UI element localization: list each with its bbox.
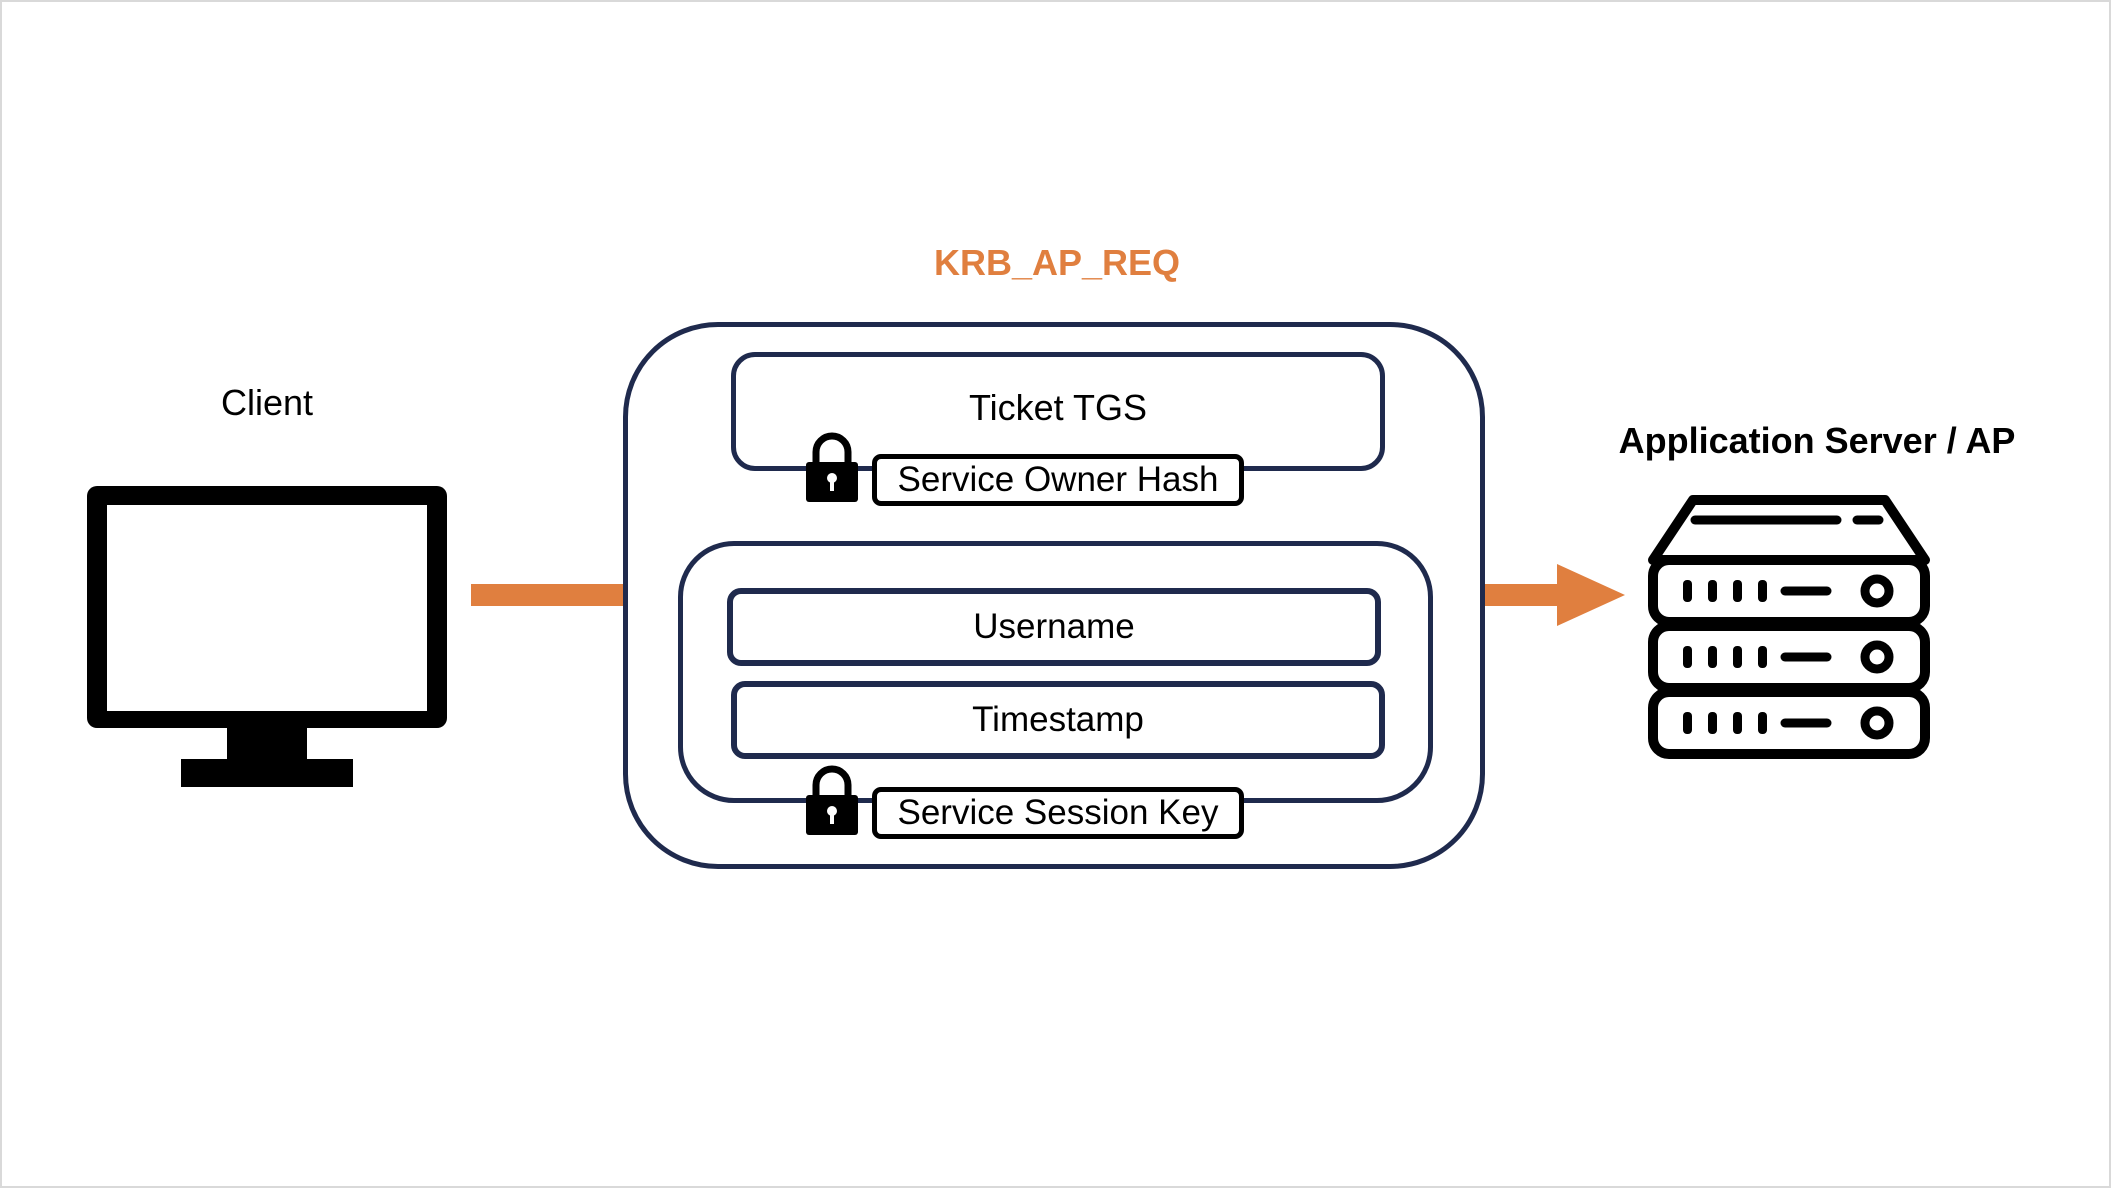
timestamp-field: Timestamp bbox=[731, 681, 1385, 759]
service-session-key-label: Service Session Key bbox=[872, 787, 1244, 839]
authenticator-box bbox=[678, 541, 1433, 803]
request-arrow-tail bbox=[471, 584, 623, 606]
request-arrow-head bbox=[1485, 564, 1625, 626]
monitor-icon bbox=[87, 486, 447, 787]
server-label: Application Server / AP bbox=[1618, 420, 2016, 461]
message-title: KRB_AP_REQ bbox=[933, 242, 1181, 283]
padlock-icon bbox=[806, 765, 858, 835]
ticket-tgs-title: Ticket TGS bbox=[968, 387, 1148, 428]
service-owner-hash-label: Service Owner Hash bbox=[872, 454, 1244, 506]
username-field: Username bbox=[727, 588, 1381, 666]
client-label: Client bbox=[220, 382, 314, 423]
server-rack-icon bbox=[1648, 495, 1930, 759]
padlock-icon bbox=[806, 432, 858, 502]
